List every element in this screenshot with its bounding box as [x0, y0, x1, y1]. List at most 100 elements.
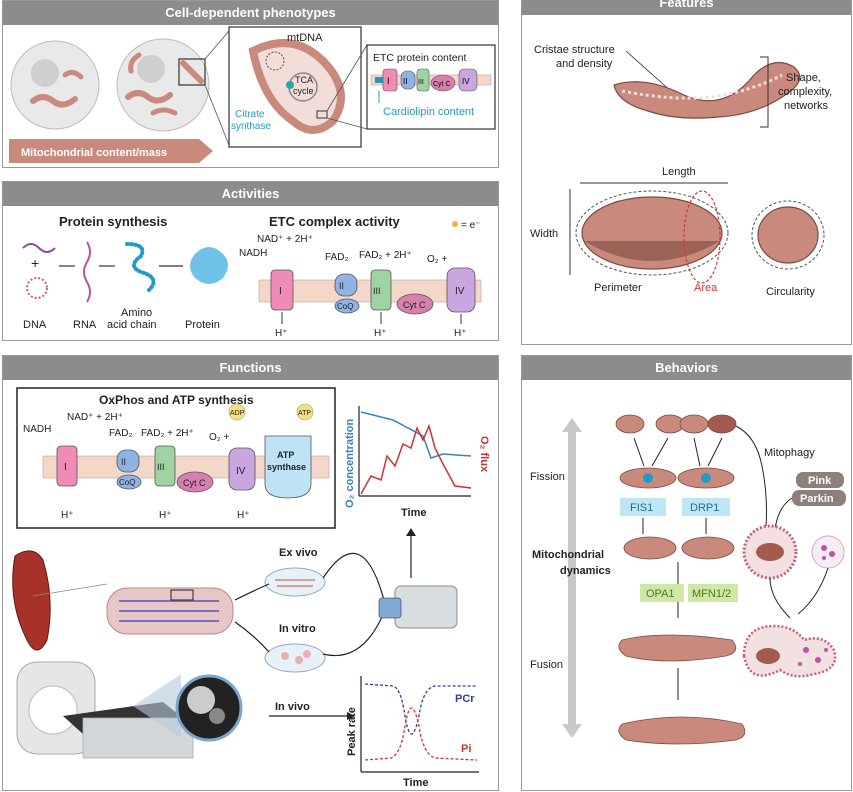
width-label: Width	[530, 228, 558, 240]
pcr-chart-time-label: Time	[403, 777, 428, 789]
mfn-box	[688, 584, 738, 602]
atp-synthase-label-1: ATP	[277, 450, 294, 460]
o2-chart-time-label: Time	[401, 507, 426, 519]
cytc-label: Cyt C	[433, 81, 451, 88]
mitochondrion-icon	[128, 52, 142, 74]
atp-synthase-label-2: synthase	[267, 462, 306, 472]
ex-vivo-label: Ex vivo	[279, 547, 318, 559]
panel-title: Functions	[3, 356, 498, 380]
tca-label-1: TCA	[295, 75, 313, 85]
fad2-label: FAD₂	[109, 428, 132, 439]
ex-vivo-dish	[264, 567, 326, 597]
mtdna-label: mtDNA	[287, 32, 323, 44]
nadh-label: NADH	[239, 248, 267, 259]
coq-label: CoQ	[337, 302, 353, 311]
protein-label: Protein	[185, 319, 220, 331]
cytc	[396, 293, 434, 315]
area-label: Area	[694, 282, 718, 294]
adp-icon	[228, 403, 246, 421]
dna-label: DNA	[23, 319, 47, 331]
hplus-label-2: H⁺	[374, 328, 387, 339]
in-vivo-label: In vivo	[275, 701, 310, 713]
dynamics-label-2: dynamics	[560, 565, 611, 577]
rna-icon	[83, 241, 91, 303]
mitochondrion-icon	[30, 94, 78, 108]
mitochondrion-large	[248, 39, 345, 134]
complex-ii-label: II	[121, 457, 126, 467]
complex-ii	[334, 273, 358, 297]
fis1-marker	[643, 473, 653, 483]
tca-label-2: cycle	[293, 86, 314, 96]
elongated-mitochondrion	[613, 61, 801, 119]
round-mitochondrion	[757, 206, 819, 264]
autolysosome-icon	[742, 624, 837, 678]
protein-synthesis-label: Protein synthesis	[59, 214, 167, 229]
circularity-label: Circularity	[766, 286, 815, 298]
protein-icon	[190, 247, 228, 284]
respirometer-icon	[394, 585, 458, 629]
amino-label-2: acid chain	[107, 319, 157, 331]
fad2-2h-label: FAD₂ + 2H⁺	[359, 250, 412, 261]
plus-sign: +	[31, 255, 39, 271]
mfn-label: MFN1/2	[692, 588, 731, 600]
membrane	[370, 74, 492, 86]
citrate-label-1: Citrate	[235, 109, 265, 120]
area-outline	[683, 190, 721, 284]
in-vitro-label: In vitro	[279, 623, 316, 635]
fad2-label: FAD₂	[325, 252, 348, 263]
mtdna-ring-icon	[26, 277, 48, 299]
nad-label: NAD⁺ + 2H⁺	[67, 412, 123, 423]
complex-iii-label: III	[418, 79, 424, 86]
complex-ii-label: II	[339, 281, 344, 291]
mito-fragment	[679, 414, 709, 434]
cardiolipin-icon	[375, 77, 383, 83]
cristae-label-1: Cristae structure	[534, 44, 615, 56]
lysosome-icon	[811, 535, 845, 569]
mito-fragment	[615, 414, 645, 434]
content-arrow	[9, 139, 213, 163]
panel-title: Behaviors	[522, 356, 851, 380]
damaged-mito-fragment	[707, 414, 737, 434]
complex-iv	[446, 267, 476, 313]
cytc-label: Cyt C	[183, 478, 206, 488]
complex-ii	[116, 449, 140, 473]
pcr-label: PCr	[455, 693, 475, 705]
o2-flux-line	[360, 423, 472, 495]
peak-rate-label: Peak rate	[346, 707, 358, 756]
panel-behaviors: Behaviors Fission Fusion Mitochondrial d…	[521, 355, 852, 791]
cytc-label: Cyt C	[403, 300, 426, 310]
cell-phenotypes-illustration: Mitochondrial content/mass mtDNA TCA cyc…	[9, 26, 496, 163]
oxphos-label: OxPhos and ATP synthesis	[99, 393, 254, 407]
coq	[116, 474, 142, 490]
panel-title: Features	[522, 0, 851, 15]
nucleus-icon	[31, 59, 59, 87]
hplus-label-1: H⁺	[275, 328, 288, 339]
drp1-label: DRP1	[690, 502, 719, 514]
amino-label-1: Amino	[121, 307, 152, 319]
complex-iv-label: IV	[455, 286, 465, 297]
pi-line	[364, 707, 478, 761]
panel-functions: Functions OxPhos and ATP synthesis NADH …	[2, 355, 499, 791]
mitochondrion	[681, 536, 735, 560]
dynamics-arrow	[562, 418, 582, 738]
fused-mitochondrion-long	[618, 716, 746, 745]
o2-label: O₂ +	[427, 254, 447, 265]
complex-i-label: I	[279, 286, 282, 297]
atp-synthase	[264, 435, 312, 499]
fission-label: Fission	[530, 471, 565, 483]
panel-title: Activities	[3, 182, 498, 206]
fad2-2h-label: FAD₂ + 2H⁺	[141, 428, 194, 439]
complex-ii	[400, 70, 416, 90]
complex-ii-label: II	[403, 77, 407, 86]
mitochondrion-icon	[125, 90, 173, 104]
complex-i	[270, 269, 294, 311]
complex-i-label: I	[64, 462, 67, 473]
complex-iii	[154, 445, 176, 487]
panel-features: Features Cristae structure and density S…	[521, 0, 852, 345]
cytc	[176, 471, 214, 493]
complex-iii	[370, 269, 392, 311]
complex-i	[382, 68, 398, 92]
citrate-synthase-icon	[286, 81, 294, 89]
perimeter-label: Perimeter	[594, 282, 642, 294]
pcr-line	[364, 683, 477, 735]
